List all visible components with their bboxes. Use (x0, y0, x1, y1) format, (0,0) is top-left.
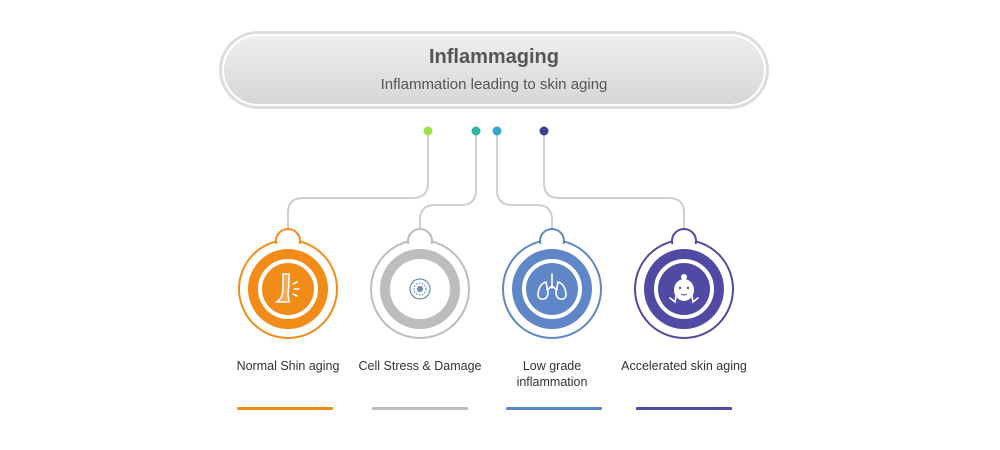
connector-dot-2 (471, 126, 481, 136)
connector-1 (287, 131, 429, 232)
cell-icon (409, 278, 431, 300)
connector-dot-3 (492, 126, 502, 136)
label-accelerated-skin-aging: Accelerated skin aging (621, 359, 747, 373)
connector-3 (496, 131, 553, 232)
connector-dot-1 (423, 126, 433, 136)
face-icon (669, 274, 699, 304)
underline-1 (237, 407, 333, 410)
connector-dot-4 (539, 126, 549, 136)
connector-2 (419, 131, 477, 232)
diagram-title: Inflammaging (428, 46, 559, 68)
underline-4 (636, 407, 732, 410)
label-normal-skin-aging: Normal Shin aging (236, 359, 340, 373)
underline-3 (506, 407, 602, 410)
title-banner: Inflammaging Inflammation leading to ski… (222, 34, 766, 106)
node-ring (502, 228, 602, 339)
underline-2 (372, 407, 468, 410)
label-cell-stress: Cell Stress & Damage (358, 359, 482, 373)
leg-icon (275, 273, 300, 303)
diagram-subtitle: Inflammation leading to skin aging (380, 76, 608, 93)
connector-4 (543, 131, 685, 232)
label-low-grade-inflammation: Low grade inflammation (516, 359, 588, 389)
lungs-icon (537, 273, 567, 300)
